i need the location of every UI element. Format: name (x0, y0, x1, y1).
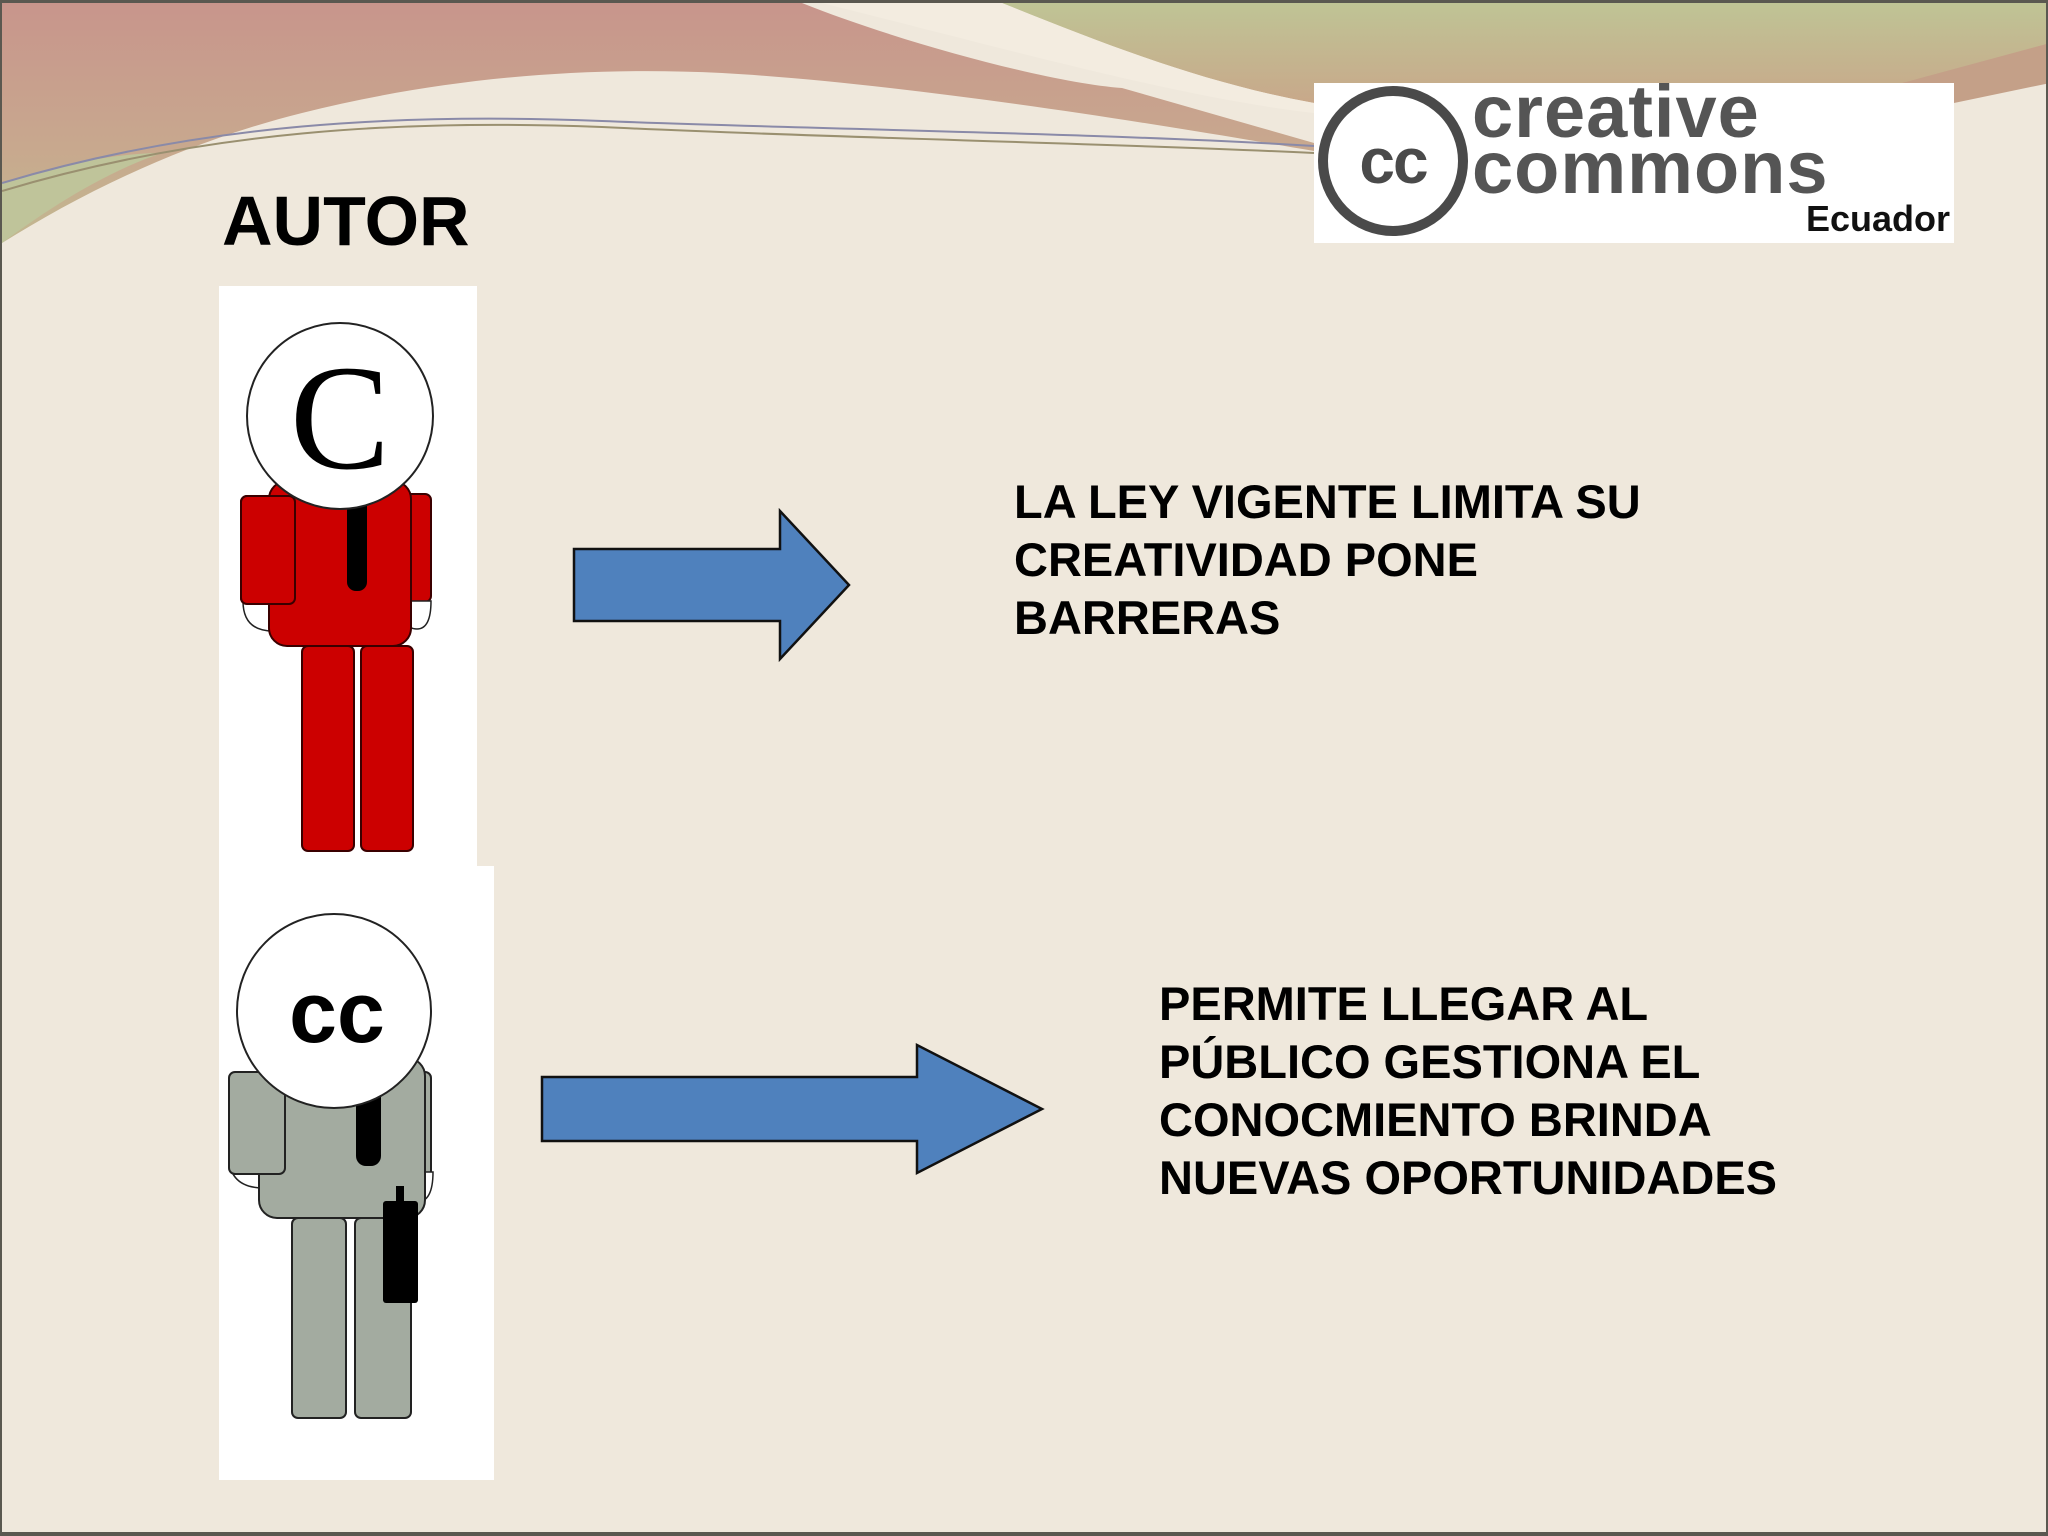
copyright-person-icon: C (240, 322, 434, 852)
svg-text:cc: cc (289, 965, 385, 1061)
copyright-statement: LA LEY VIGENTE LIMITA SU CREATIVIDAD PON… (1014, 475, 1641, 644)
logo-word-commons: commons (1472, 126, 1829, 209)
creative-commons-statement: PERMITE LLEGAR AL PÚBLICO GESTIONA EL CO… (1159, 977, 1778, 1204)
svg-text:C: C (290, 335, 390, 501)
creative-commons-author-figure: cc (219, 866, 494, 1480)
arrow-right-icon (540, 1042, 1045, 1176)
cc-logo-symbol: cc (1359, 125, 1428, 197)
creative-commons-person-icon: cc (228, 913, 434, 1419)
briefcase-icon (383, 1201, 418, 1303)
cc-logo-icon: cc (1318, 86, 1468, 236)
creative-commons-logo: cc creative commons Ecuador (1314, 75, 1954, 243)
arrow-right-icon (572, 508, 851, 662)
slide-title: AUTOR (222, 182, 470, 260)
logo-word-creative: creative (1472, 70, 1760, 153)
copyright-author-figure: C (219, 286, 477, 868)
logo-word-ecuador: Ecuador (1805, 198, 1950, 239)
